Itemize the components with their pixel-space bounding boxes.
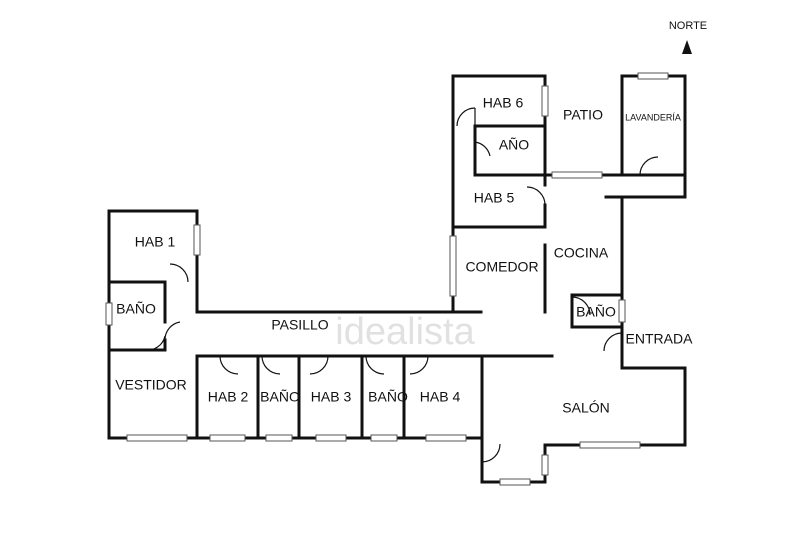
label-hab6: HAB 6 bbox=[483, 95, 524, 111]
label-bano-cocina: BAÑO bbox=[576, 304, 616, 320]
watermark: idealista bbox=[335, 311, 475, 353]
label-hab4: HAB 4 bbox=[420, 389, 461, 405]
label-vestidor: VESTIDOR bbox=[115, 377, 187, 393]
label-patio: PATIO bbox=[563, 107, 603, 123]
label-bano-hab6: AÑO bbox=[499, 137, 529, 153]
label-hab2: HAB 2 bbox=[208, 389, 249, 405]
label-pasillo: PASILLO bbox=[271, 317, 328, 333]
label-bano-hab1: BAÑO bbox=[116, 301, 156, 317]
label-hab3: HAB 3 bbox=[311, 389, 352, 405]
label-hab1: HAB 1 bbox=[135, 234, 176, 250]
label-bano-2: BAÑO bbox=[260, 389, 300, 405]
north-label: NORTE bbox=[669, 20, 707, 32]
label-entrada: ENTRADA bbox=[626, 331, 694, 347]
label-lavanderia: LAVANDERÍA bbox=[625, 112, 681, 122]
door-swings bbox=[144, 107, 659, 463]
windows bbox=[105, 72, 669, 486]
label-salon: SALÓN bbox=[562, 400, 609, 416]
label-comedor: COMEDOR bbox=[465, 259, 538, 275]
label-cocina: COCINA bbox=[554, 245, 609, 261]
label-hab5: HAB 5 bbox=[474, 190, 515, 206]
walls bbox=[107, 74, 687, 484]
north-arrow-icon bbox=[682, 40, 692, 54]
label-bano-3: BAÑO bbox=[368, 389, 408, 405]
